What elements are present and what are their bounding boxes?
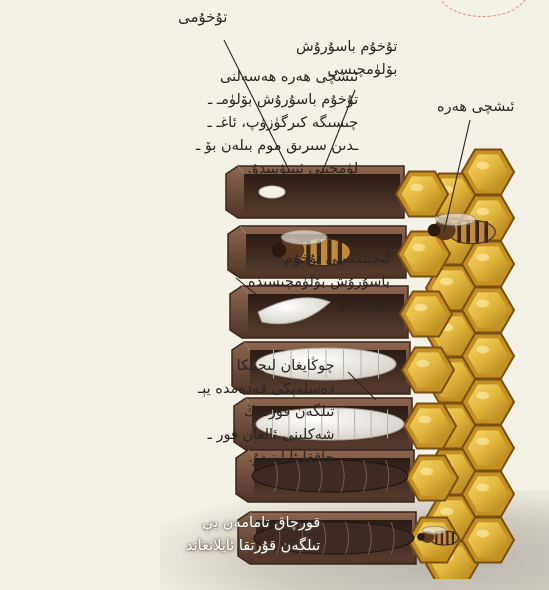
- egg-label: تۇخۇمى: [178, 6, 227, 29]
- worker-bee-label: ئىشچى ھەرە: [437, 96, 514, 119]
- egg-icon: [259, 186, 285, 198]
